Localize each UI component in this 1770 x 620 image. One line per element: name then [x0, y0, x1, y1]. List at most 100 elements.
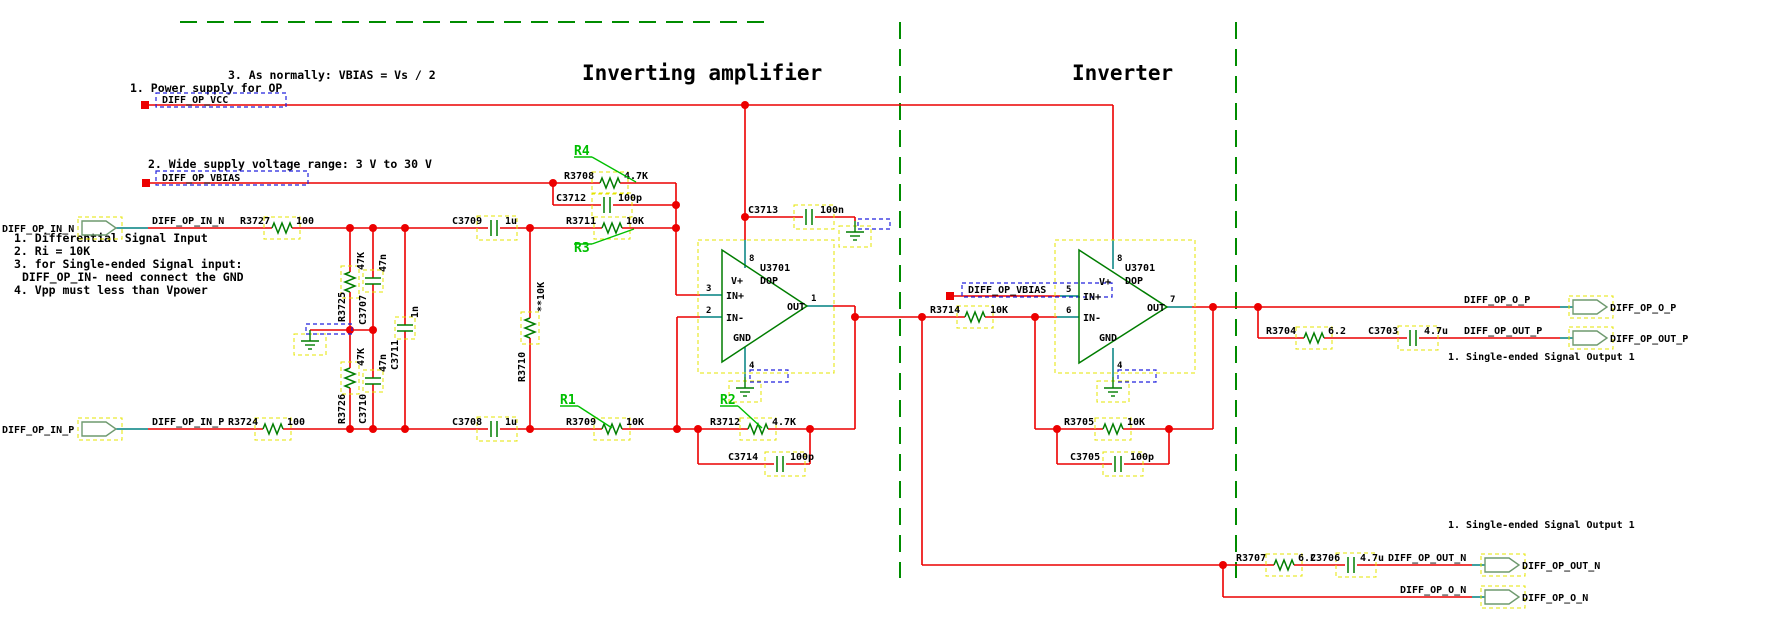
resistor-r3727[interactable]: R3727 100	[240, 216, 314, 240]
port-in-p[interactable]: DIFF_OP_IN_P	[2, 417, 123, 441]
port-in-n[interactable]: DIFF_OP_IN_N	[2, 216, 123, 240]
capacitor-c3710[interactable]: C3710 47n	[358, 354, 389, 424]
gnd-symbol-input[interactable]	[293, 323, 353, 356]
pin-number: 3	[706, 284, 711, 294]
wire-label-in-p[interactable]: DIFF_OP_IN_P	[152, 417, 224, 428]
capacitor-c3714[interactable]: C3714 100p	[728, 451, 814, 477]
net-label-vcc[interactable]: DIFF_OP_VCC	[141, 92, 287, 109]
ref: R3711	[566, 216, 596, 227]
value: 47n	[378, 254, 389, 272]
wire-label-out-n[interactable]: DIFF_OP_OUT_N	[1388, 553, 1466, 564]
input-note-line: DIFF_OP_IN- need connect the GND	[22, 270, 244, 285]
variant-label-r3: R3	[574, 241, 590, 256]
resistor-r3707[interactable]: R3707 6.2	[1236, 553, 1316, 577]
value: 1u	[505, 417, 517, 428]
port-o-p[interactable]: DIFF_OP_O_P	[1568, 295, 1676, 319]
pin-name: V+	[731, 276, 743, 287]
net-label-vbias2-text: DIFF_OP_VBIAS	[968, 285, 1046, 296]
ref: C3710	[358, 394, 369, 424]
ref: C3711	[390, 340, 401, 370]
ref: R3727	[240, 216, 270, 227]
resistor-r3705[interactable]: R3705 10K	[1064, 417, 1145, 441]
port-out-n[interactable]: DIFF_OP_OUT_N	[1480, 553, 1600, 577]
ref: R3707	[1236, 553, 1266, 564]
value: 47K	[356, 252, 367, 270]
wire-label-o-p[interactable]: DIFF_OP_O_P	[1464, 295, 1530, 306]
resistor-r3725[interactable]: R3725 47K	[337, 252, 367, 322]
input-note-line: 1. Differential Signal Input	[14, 231, 208, 245]
pin-name: IN+	[1083, 292, 1101, 303]
capacitor-c3712[interactable]: C3712 100p	[556, 192, 642, 218]
note-power-supply: 1. Power supply for OP	[130, 81, 282, 95]
ref: R3705	[1064, 417, 1094, 428]
resistor-r3704[interactable]: R3704 6.2	[1266, 326, 1346, 350]
net-label-vcc-text: DIFF_OP_VCC	[162, 95, 228, 106]
opamp-u3701-b[interactable]: U3701 DOP 8 5 6 7 4 V+ IN+ IN- OUT GND	[1054, 239, 1196, 374]
value: 100	[296, 216, 314, 227]
wire-label-o-n[interactable]: DIFF_OP_O_N	[1400, 585, 1466, 596]
ref: C3707	[358, 295, 369, 325]
wire-label-out-p[interactable]: DIFF_OP_OUT_P	[1464, 326, 1542, 337]
value: 1u	[505, 216, 517, 227]
value: 100	[287, 417, 305, 428]
net-label-vbias2[interactable]: DIFF_OP_VBIAS	[946, 282, 1113, 300]
value: **10K	[536, 282, 547, 312]
ref: C3712	[556, 193, 586, 204]
capacitor-c3706[interactable]: C3706 4.7u	[1310, 552, 1384, 578]
net-label-vbias[interactable]: DIFF_OP_VBIAS	[142, 170, 309, 187]
pin-number: 1	[811, 294, 816, 304]
port-o-n-label: DIFF_OP_O_N	[1522, 593, 1588, 604]
ref: R3725	[337, 292, 348, 322]
value: 4.7u	[1360, 553, 1384, 564]
resistor-r3712[interactable]: R3712 4.7K	[710, 417, 796, 441]
ref: R3726	[337, 394, 348, 424]
capacitor-c3707[interactable]: C3707 47n	[358, 254, 389, 325]
resistor-r3708[interactable]: R3708 4.7K	[564, 171, 648, 195]
gnd-symbol-u1[interactable]	[728, 369, 789, 403]
capacitor-c3705[interactable]: C3705 100p	[1070, 451, 1154, 477]
port-out-p[interactable]: DIFF_OP_OUT_P	[1568, 326, 1688, 350]
port-in-n-label: DIFF_OP_IN_N	[2, 224, 74, 235]
capacitor-c3703[interactable]: C3703 4.7u	[1368, 325, 1448, 351]
variant-label-r4: R4	[574, 144, 590, 159]
note-output-n: 1. Single-ended Signal Output 1	[1448, 519, 1635, 531]
value: 10K	[626, 417, 644, 428]
value: 10K	[990, 305, 1008, 316]
resistor-r3709[interactable]: R3709 10K	[566, 417, 644, 441]
gnd-symbol-c3713[interactable]	[838, 218, 891, 248]
input-note-line: 4. Vpp must less than Vpower	[14, 283, 208, 297]
ref: R3710	[517, 352, 528, 382]
capacitor-c3713[interactable]: C3713 100n	[748, 204, 844, 230]
pin-name: IN-	[726, 313, 744, 324]
ref: R3712	[710, 417, 740, 428]
pin-name: OUT	[1147, 303, 1165, 314]
value: 4.7K	[624, 171, 648, 182]
resistor-r3714[interactable]: R3714 10K	[930, 305, 1008, 329]
capacitor-c3708[interactable]: C3708 1u	[452, 416, 518, 442]
opamp-u3701-a[interactable]: U3701 DOP 8 3 2 1 4 V+ IN+ IN- OUT GND	[697, 239, 835, 374]
ref: C3703	[1368, 326, 1398, 337]
note-supply-range: 2. Wide supply voltage range: 3 V to 30 …	[148, 157, 432, 171]
gnd-symbol-u2[interactable]	[1096, 369, 1157, 403]
resistor-r3724[interactable]: R3724 100	[228, 417, 305, 441]
ref: R3704	[1266, 326, 1296, 337]
capacitor-c3711[interactable]: C3711 1n	[390, 306, 421, 370]
note-output-p: 1. Single-ended Signal Output 1	[1448, 351, 1635, 363]
pin-number: 7	[1170, 295, 1175, 305]
value: 100p	[790, 452, 814, 463]
pin-number: 2	[706, 306, 711, 316]
resistor-r3726[interactable]: R3726 47K	[337, 348, 367, 424]
ref: R3708	[564, 171, 594, 182]
section-title-inverter: Inverter	[1072, 61, 1173, 85]
capacitor-c3709[interactable]: C3709 1u	[452, 215, 518, 241]
wire-label-in-n[interactable]: DIFF_OP_IN_N	[152, 216, 224, 227]
resistor-r3710[interactable]: R3710 **10K	[517, 282, 547, 382]
wires	[145, 104, 1560, 598]
port-arrow-icon	[1572, 299, 1608, 315]
variant-labels: R4 R3 R1 R2	[560, 144, 763, 429]
port-o-p-label: DIFF_OP_O_P	[1610, 303, 1676, 314]
port-o-n[interactable]: DIFF_OP_O_N	[1480, 585, 1588, 609]
value: 6.2	[1328, 326, 1346, 337]
ref: C3713	[748, 205, 778, 216]
